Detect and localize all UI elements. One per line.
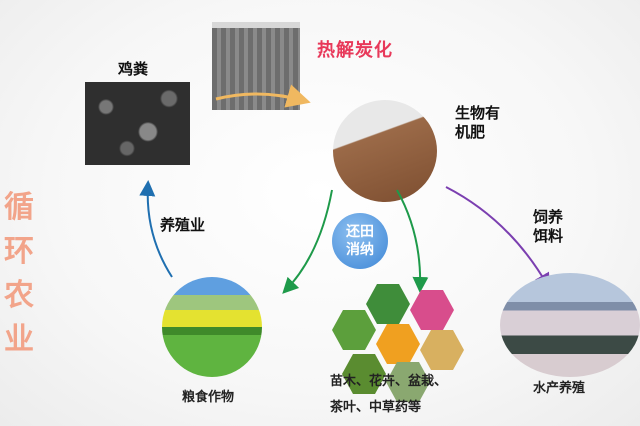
arrow-fertilizer-to-aquaculture: [445, 186, 550, 290]
pyrolysis-label: 热解炭化: [317, 40, 393, 61]
manure-label: 鸡粪: [118, 60, 149, 78]
feed-label-line: 饲养: [533, 208, 564, 226]
hexagon-image: [420, 330, 464, 370]
title-text: 循环农业: [4, 190, 34, 357]
crops-label: 苗木、花卉、盆栽、 茶叶、中草药等: [330, 369, 447, 421]
aquaculture-image: [500, 273, 640, 377]
arrow-manure-to-fertilizer: [215, 84, 311, 108]
hexagon-image: [366, 284, 410, 324]
livestock-label: 养殖业: [160, 216, 206, 234]
fertilizer-image: [333, 100, 437, 202]
hexagon-image: [342, 354, 386, 394]
pyrolysis-machine-image: [212, 22, 300, 110]
grain-field-image: [162, 277, 262, 377]
aquaculture-label: 水产养殖: [533, 381, 586, 396]
crops-label-line: 茶叶、中草药等: [330, 400, 422, 415]
hexagon-image: [410, 290, 454, 330]
badge-line: 消纳: [346, 242, 374, 258]
hexagon-image: [386, 362, 430, 402]
arrow-grain-to-livestock: [139, 180, 173, 278]
hexagon-image: [376, 324, 420, 364]
fertilizer-label: 生物有机肥: [455, 104, 501, 141]
feed-label-line: 饵料: [533, 227, 564, 245]
badge-line: 还田: [346, 224, 374, 240]
arrow-fertilizer-to-crops: [396, 189, 429, 293]
grain-label: 粮食作物: [182, 390, 235, 405]
hexagon-image: [332, 310, 376, 350]
feed-label: 饲养 饵料: [533, 208, 563, 246]
crops-label-line: 苗木、花卉、盆栽、: [330, 374, 448, 389]
diagram-title: 循环农业: [2, 186, 36, 362]
crops-hexagon-collage: [330, 282, 470, 406]
field-return-badge: 还田 消纳: [332, 213, 388, 269]
manure-image: [85, 82, 190, 165]
arrow-fertilizer-to-grain: [282, 189, 333, 294]
